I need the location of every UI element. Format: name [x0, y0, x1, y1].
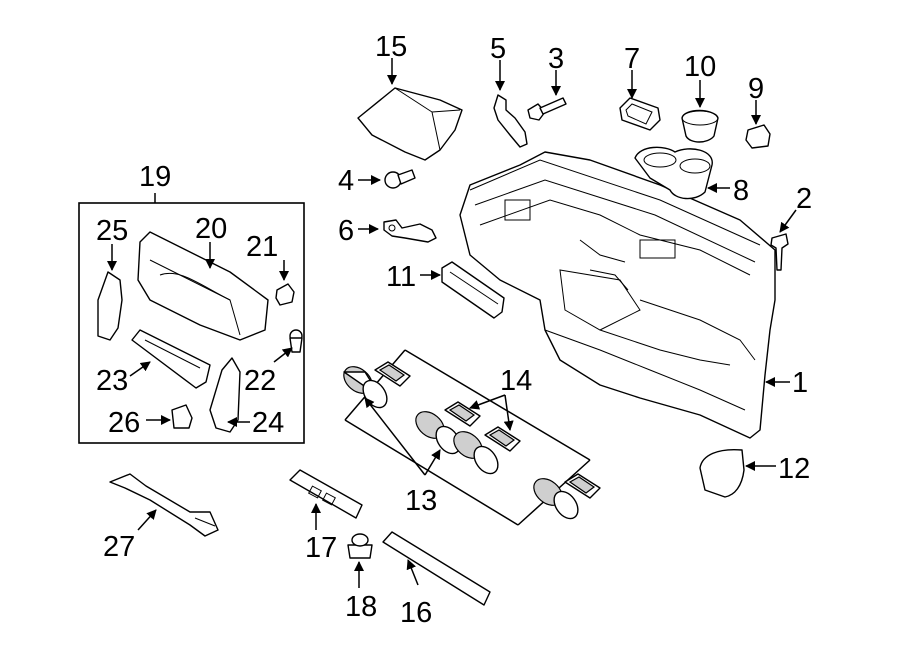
callout-10: 10: [684, 51, 716, 83]
vent-part-13a[interactable]: [339, 361, 392, 412]
callout-25: 25: [96, 215, 128, 247]
bracket-part-27[interactable]: [109, 473, 219, 537]
airbag-part-15[interactable]: [357, 87, 463, 161]
trim-strip-part-16[interactable]: [382, 531, 491, 606]
callout-15: 15: [375, 31, 407, 63]
callout-26: 26: [108, 407, 140, 439]
callout-13: 13: [405, 485, 437, 517]
vent-part-14d[interactable]: [564, 473, 601, 499]
screw-part-4[interactable]: [384, 169, 416, 189]
vent-part-14b[interactable]: [444, 401, 481, 427]
vent-part-13d[interactable]: [529, 473, 583, 523]
clip-part-2[interactable]: [770, 233, 789, 271]
callout-18: 18: [345, 591, 377, 623]
callout-14: 14: [500, 365, 532, 397]
bracket-part-6[interactable]: [383, 219, 437, 243]
callout-1: 1: [792, 367, 808, 399]
group-19-box: [78, 202, 305, 444]
clip-part-9[interactable]: [745, 124, 771, 149]
panel-part-23[interactable]: [131, 329, 211, 389]
leader-lines: [107, 58, 797, 588]
callout-24: 24: [252, 407, 284, 439]
bezel-part-11[interactable]: [441, 261, 505, 319]
callout-4: 4: [338, 165, 354, 197]
callout-20: 20: [195, 213, 227, 245]
pin-part-22[interactable]: [289, 329, 303, 353]
knob-part-18[interactable]: [347, 533, 373, 559]
cover-part-12[interactable]: [699, 448, 745, 498]
panel-part-25[interactable]: [97, 271, 123, 341]
bracket-part-5[interactable]: [493, 94, 528, 148]
callout-11: 11: [386, 261, 416, 293]
clip-part-21[interactable]: [275, 283, 295, 306]
callout-16: 16: [400, 597, 432, 629]
callout-5: 5: [490, 33, 506, 65]
callout-labels: 1 2 3 4 5 6 7 8 9 10 11 12 13 14 15 16 1…: [96, 31, 812, 629]
instrument-panel-part-1[interactable]: [459, 151, 776, 439]
vent-part-14a[interactable]: [374, 361, 411, 387]
callout-3: 3: [548, 43, 564, 75]
switch-bezel-part-17[interactable]: [289, 469, 363, 519]
callout-17: 17: [305, 532, 337, 564]
trim-part-7[interactable]: [619, 97, 661, 131]
callout-8: 8: [733, 175, 749, 207]
callout-23: 23: [96, 365, 128, 397]
callout-12: 12: [778, 453, 810, 485]
cup-insert-part-10[interactable]: [681, 109, 719, 143]
callout-19: 19: [139, 161, 171, 193]
vent-part-13b[interactable]: [411, 406, 465, 458]
callout-22: 22: [244, 365, 276, 397]
glove-box-part-20[interactable]: [137, 231, 269, 341]
vent-part-14c[interactable]: [484, 426, 521, 452]
callout-9: 9: [748, 73, 764, 105]
bolt-part-3[interactable]: [527, 97, 567, 121]
callout-21: 21: [246, 231, 278, 263]
callout-27: 27: [103, 531, 135, 563]
panel-part-24[interactable]: [209, 357, 241, 433]
callout-2: 2: [796, 183, 812, 215]
clip-part-26[interactable]: [171, 404, 193, 429]
vent-part-13c[interactable]: [449, 426, 503, 478]
cup-holder-part-8[interactable]: [634, 146, 713, 200]
callout-7: 7: [624, 43, 640, 75]
callout-6: 6: [338, 215, 354, 247]
